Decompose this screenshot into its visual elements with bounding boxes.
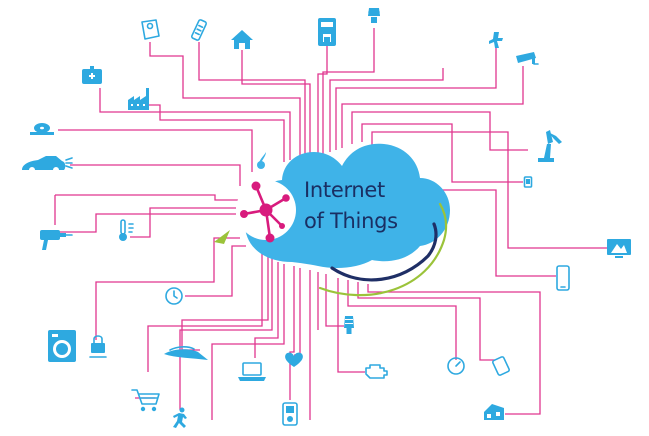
- security-camera-icon: [516, 52, 539, 65]
- wire: [337, 278, 365, 373]
- wire: [341, 66, 524, 148]
- smartphone-small-icon: [523, 176, 533, 188]
- robotic-arm-icon: [538, 130, 562, 162]
- smartphone-icon: [556, 265, 570, 291]
- wire: [42, 213, 236, 233]
- wire: [440, 189, 556, 277]
- title-line-1: Internet: [304, 178, 385, 202]
- wire: [367, 284, 541, 415]
- person-running-icon: [173, 407, 187, 428]
- remote-control-icon: [191, 19, 207, 41]
- padlock-icon: [89, 335, 107, 358]
- wire: [54, 194, 238, 225]
- wire: [135, 258, 273, 410]
- green-arc: [318, 202, 448, 297]
- drill-icon: [40, 230, 73, 250]
- speedometer-icon: [447, 357, 465, 375]
- title-line-2: of Things: [304, 209, 398, 233]
- cloud-shape: [244, 143, 450, 268]
- house-3d-icon: [484, 404, 504, 420]
- wire: [351, 111, 528, 151]
- laptop-icon: [238, 362, 266, 381]
- engine-icon: [365, 364, 388, 379]
- wire: [147, 252, 263, 372]
- green-pointer: [214, 230, 230, 244]
- light-bulb-icon: [368, 8, 380, 23]
- energy-bulb-icon: [344, 316, 354, 334]
- wire: [361, 123, 523, 183]
- iron-icon: [164, 346, 208, 360]
- wire: [99, 88, 291, 160]
- wire: [329, 68, 444, 152]
- tablet-icon: [492, 356, 510, 376]
- wire: [289, 266, 295, 400]
- heart-icon: [285, 352, 303, 367]
- wire: [347, 280, 457, 360]
- vinyl-player-icon: [30, 123, 54, 135]
- wire: [149, 42, 301, 158]
- wire: [357, 282, 495, 361]
- wire: [254, 262, 279, 358]
- car-icon: [22, 156, 73, 173]
- wire: [211, 264, 285, 420]
- network-hub-icon: [236, 180, 296, 243]
- wire: [325, 274, 344, 327]
- bathroom-scale-icon: [141, 19, 160, 40]
- navy-arc: [330, 222, 438, 282]
- home-icon: [231, 30, 253, 49]
- shopping-cart-icon: [131, 389, 160, 412]
- factory-icon: [128, 88, 149, 110]
- wire: [322, 28, 375, 156]
- wire: [181, 256, 269, 351]
- washing-machine-icon: [48, 330, 76, 362]
- wire: [70, 164, 241, 186]
- first-aid-kit-icon: [82, 65, 102, 84]
- wire: [335, 48, 497, 150]
- wire: [58, 129, 253, 172]
- wire: [241, 50, 311, 158]
- wire: [140, 104, 285, 162]
- wire: [198, 42, 306, 158]
- drone-icon: [489, 32, 503, 48]
- wire: [95, 237, 240, 340]
- thermometer-icon: [119, 219, 134, 241]
- wire: [130, 207, 236, 238]
- wire: [371, 131, 610, 249]
- wire: [185, 245, 246, 297]
- wire: [294, 268, 301, 356]
- clock-icon: [165, 287, 183, 305]
- coffee-machine-icon: [318, 18, 336, 46]
- mp3-player-icon: [282, 402, 298, 426]
- smart-tv-icon: [607, 239, 631, 258]
